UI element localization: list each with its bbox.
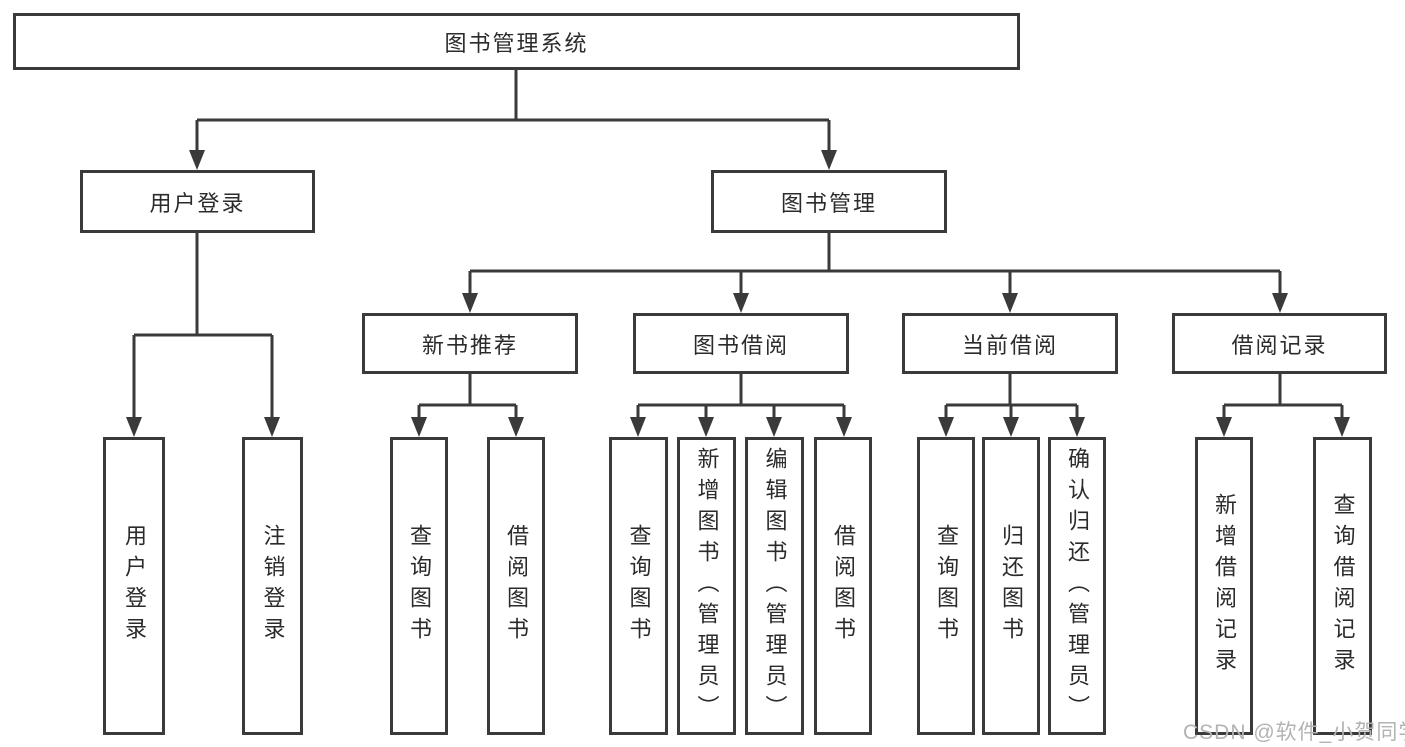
node-user-login-leaf: 用户登录 — [103, 437, 165, 735]
node-logout-leaf: 注销登录 — [242, 437, 303, 735]
node-edit-book-admin: 编辑图书（管理员） — [745, 437, 804, 735]
node-add-borrow-record: 新增借阅记录 — [1195, 437, 1253, 735]
node-new-book-recommend: 新书推荐 — [362, 313, 578, 374]
node-book-management-branch: 图书管理 — [711, 170, 947, 233]
node-borrow-books-2: 借阅图书 — [814, 437, 872, 735]
node-library-management-system: 图书管理系统 — [13, 13, 1020, 70]
tree-branch-lines — [132, 70, 1344, 423]
node-borrow-books-1: 借阅图书 — [487, 437, 545, 735]
node-current-borrowing: 当前借阅 — [902, 313, 1118, 374]
csdn-watermark: CSDN @软件_小贺同学 — [1183, 721, 1405, 744]
arrow-down-icons — [126, 150, 1350, 437]
node-book-borrowing: 图书借阅 — [633, 313, 849, 374]
node-borrowing-records: 借阅记录 — [1172, 313, 1387, 374]
node-query-books-1: 查询图书 — [390, 437, 448, 735]
node-query-books-2: 查询图书 — [609, 437, 668, 735]
node-query-borrow-record: 查询借阅记录 — [1313, 437, 1372, 735]
node-add-book-admin: 新增图书（管理员） — [677, 437, 736, 735]
node-confirm-return-admin: 确认归还（管理员） — [1048, 437, 1106, 735]
node-user-login-branch: 用户登录 — [80, 170, 315, 233]
node-query-books-3: 查询图书 — [917, 437, 975, 735]
node-return-books: 归还图书 — [982, 437, 1040, 735]
